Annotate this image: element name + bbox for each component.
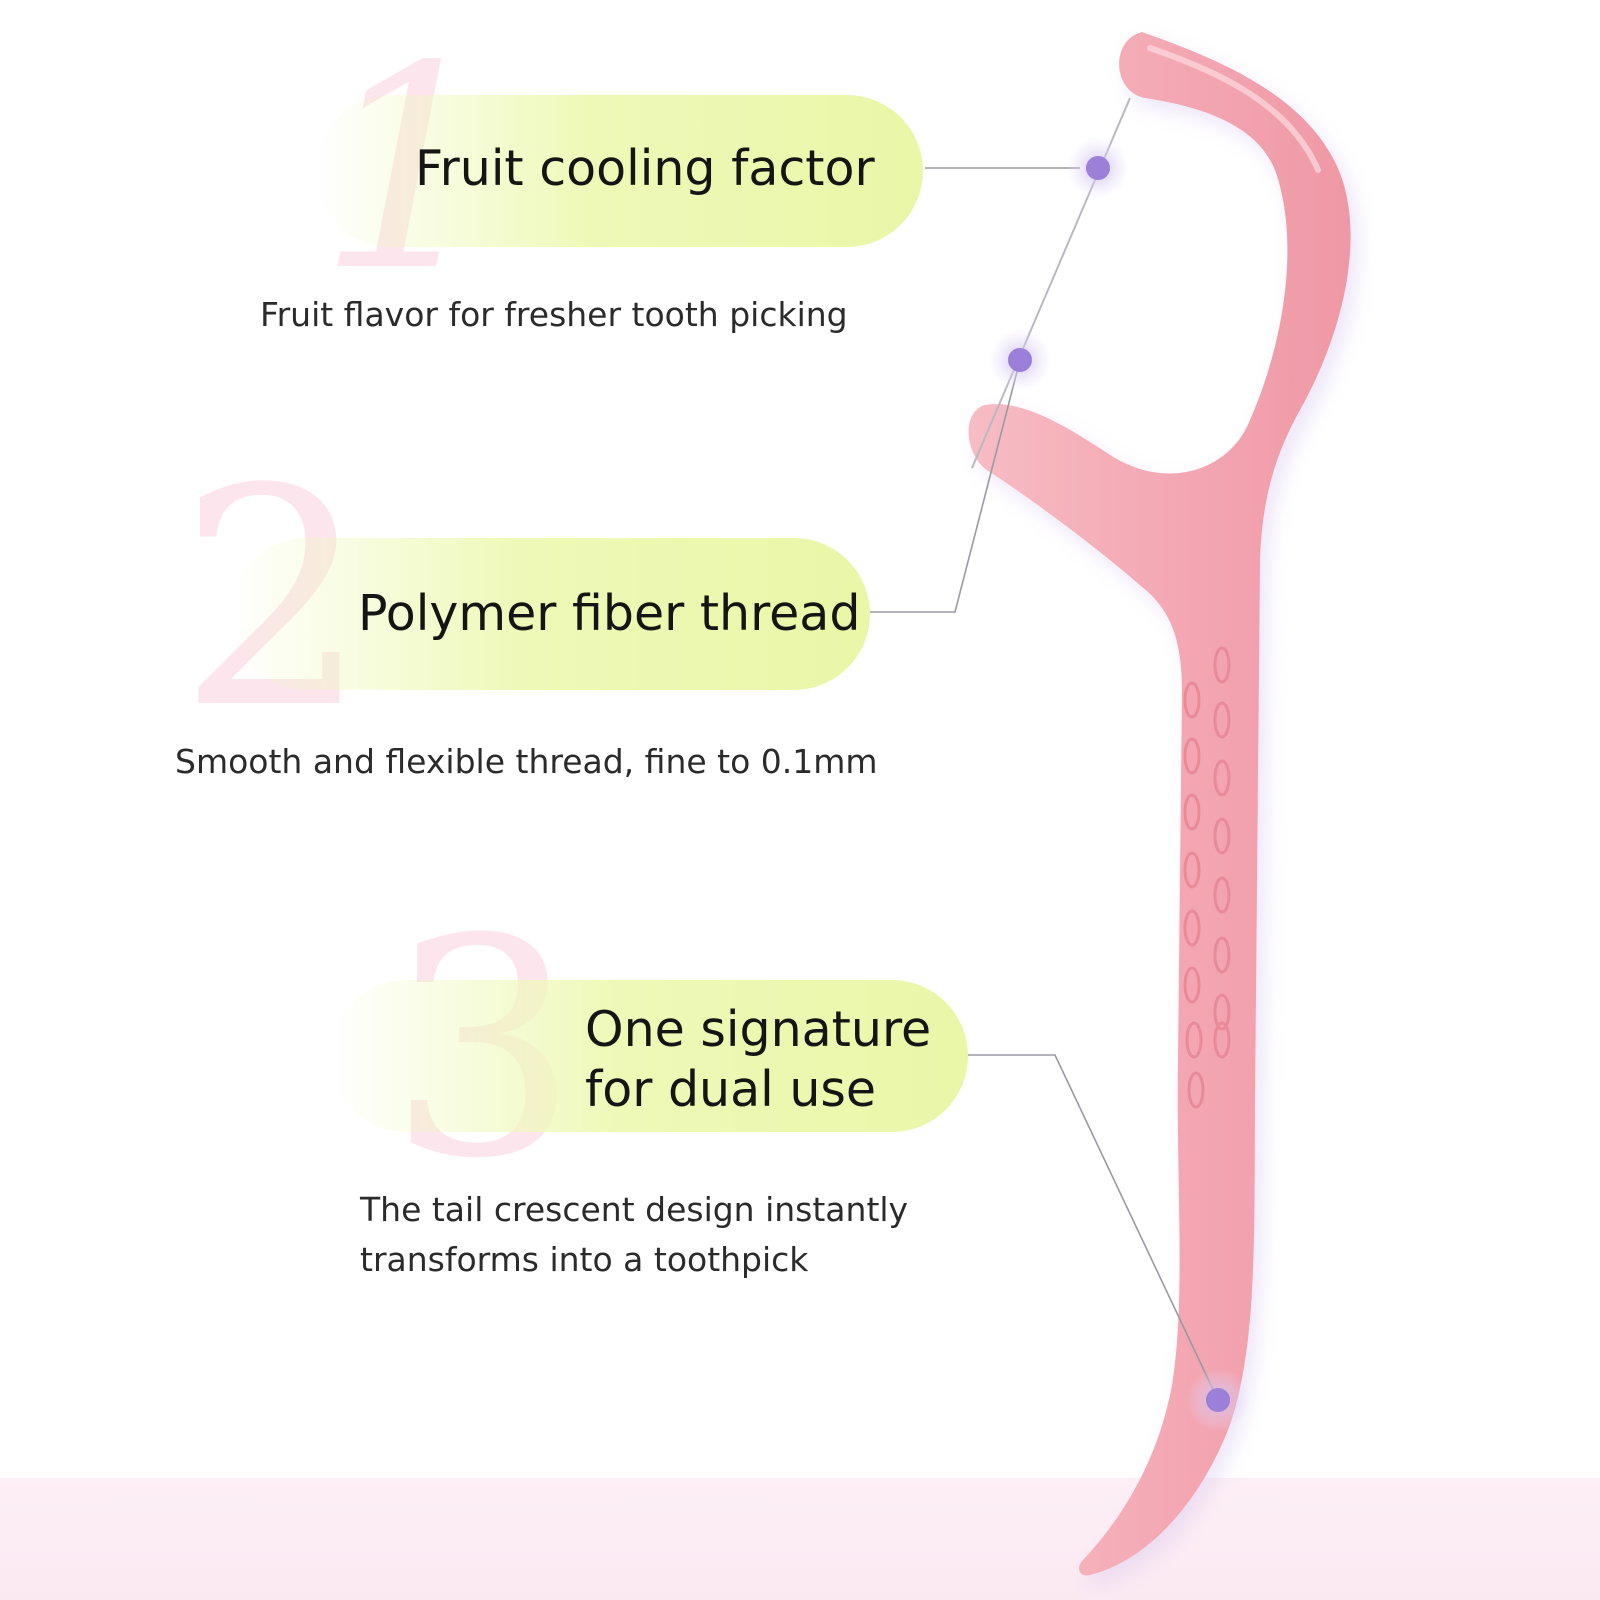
grip-pattern <box>1183 646 1231 1109</box>
marker-3 <box>1186 1368 1250 1432</box>
marker-dot-icon <box>1206 1388 1230 1412</box>
feature-2-pill <box>230 538 870 690</box>
feature-2-description: Smooth and flexible thread, fine to 0.1m… <box>175 742 878 781</box>
feature-1-title: Fruit cooling factor <box>415 140 875 197</box>
bottom-background-band <box>0 1478 1600 1600</box>
marker-1 <box>1066 136 1130 200</box>
feature-2-title: Polymer fiber thread <box>358 585 861 642</box>
floss-pick-body <box>968 32 1351 1576</box>
feature-1-description: Fruit flavor for fresher tooth picking <box>260 295 848 334</box>
floss-pick-highlight <box>1147 45 1321 173</box>
feature-1-pill <box>315 95 923 247</box>
marker-2 <box>988 328 1052 392</box>
leader-line-2 <box>870 359 1021 613</box>
leader-line-3 <box>968 1054 1219 1401</box>
feature-3-description: The tail crescent design instantly trans… <box>360 1190 909 1279</box>
marker-dot-icon <box>1086 156 1110 180</box>
leader-lines <box>870 167 1219 1401</box>
feature-3-title: One signature for dual use <box>585 1001 932 1118</box>
marker-dot-icon <box>1008 348 1032 372</box>
feature-3-pill <box>330 980 968 1132</box>
